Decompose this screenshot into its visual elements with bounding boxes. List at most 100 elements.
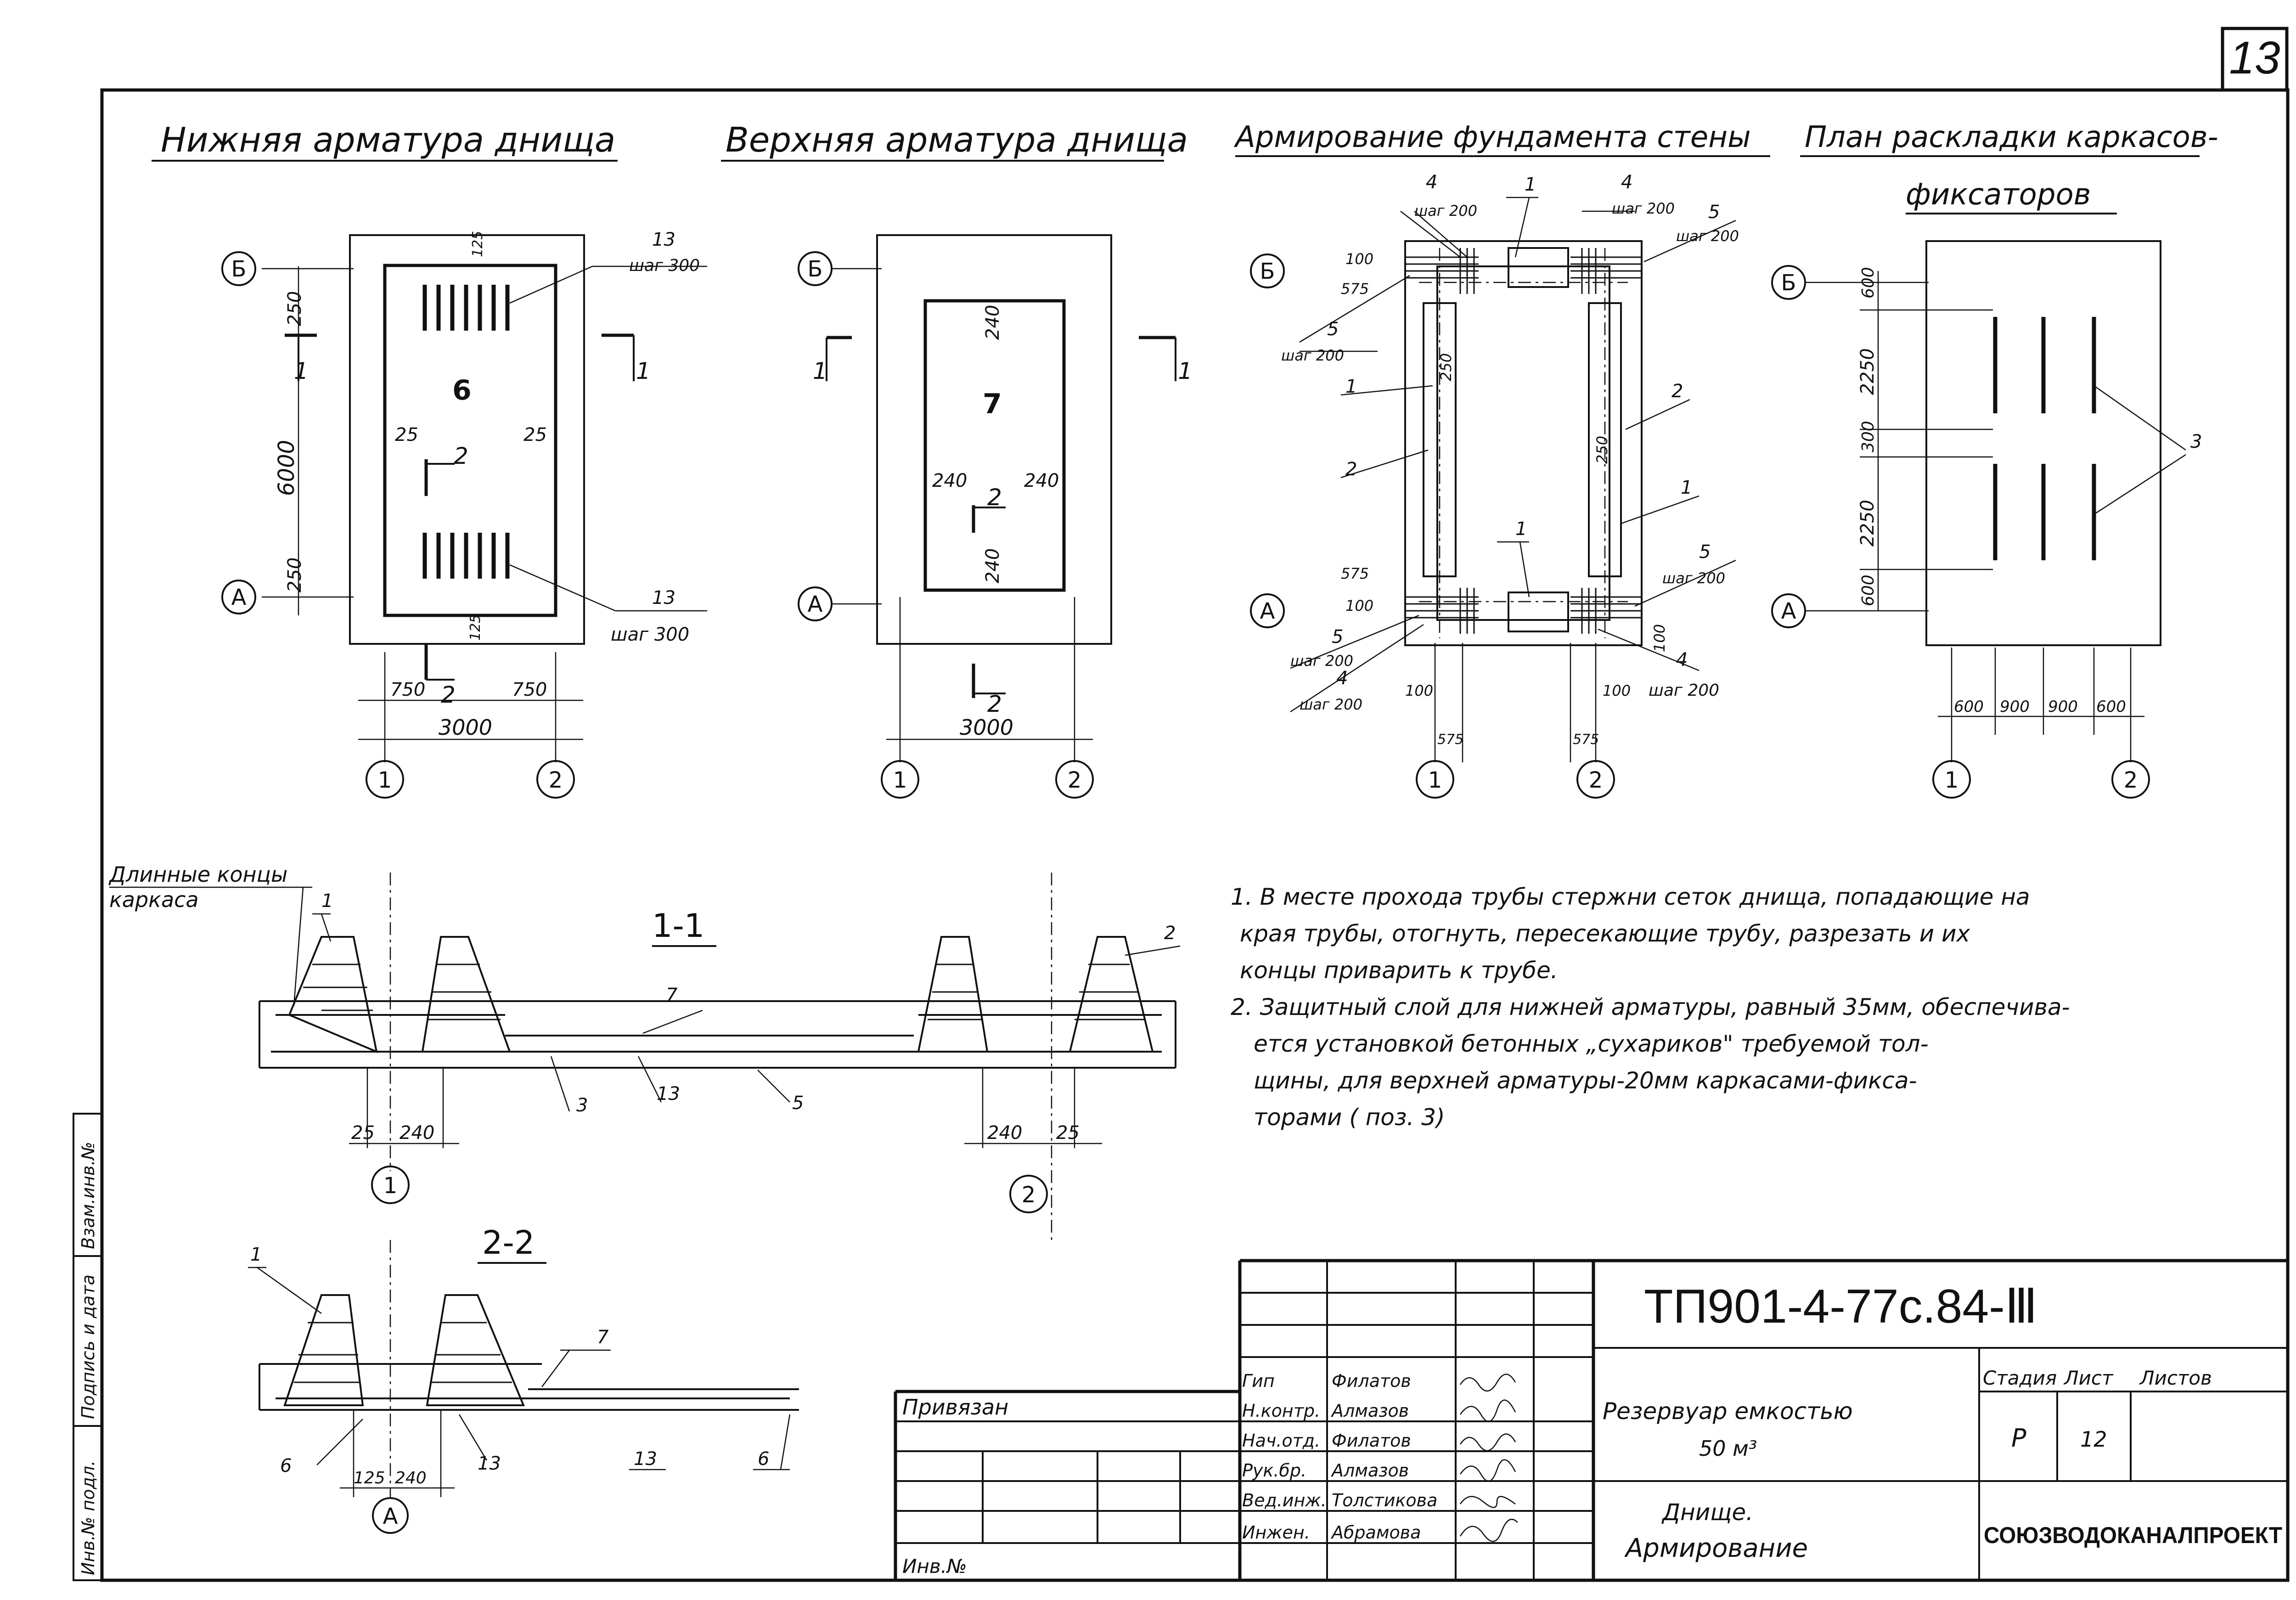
wall-step-tl: шаг 200	[1414, 202, 1477, 220]
s22-pos-1: 1	[250, 1244, 262, 1265]
dim-25-left: 25	[395, 424, 418, 445]
axis-b-v4: Б	[1781, 270, 1796, 296]
s11-axis-1: 1	[383, 1173, 398, 1199]
wall-step-tr1: шаг 200	[1612, 200, 1675, 217]
object-line1: Резервуар емкостью	[1603, 1398, 1853, 1425]
section-mark-1-v2-right: 1	[1178, 358, 1193, 384]
sidebar-vzam: Взам.инв.№	[78, 1142, 98, 1249]
privyazan-label: Привязан	[902, 1395, 1008, 1420]
wall-dim-575-bl: 575	[1341, 565, 1369, 582]
mesh-step-top: шаг 300	[629, 256, 700, 275]
notes: 1. В месте прохода трубы стержни сеток д…	[1231, 884, 2070, 1131]
axis-1-v2: 1	[893, 767, 907, 793]
wall-dim-100-tl: 100	[1345, 250, 1373, 268]
mesh-label-bottom: 13	[652, 587, 675, 608]
s22-dim-125: 125	[354, 1469, 385, 1487]
drawing-frame	[100, 88, 2290, 1582]
section-1-1: 1-1 Длинные концы каркаса 1	[108, 862, 1181, 1240]
s11-pos-7: 7	[666, 985, 678, 1006]
view-bottom-reinforcement: 6 13 шаг 300 13 шаг 300 6000 250 250 125…	[221, 229, 707, 799]
wall-step-tl2: шаг 200	[1281, 347, 1344, 364]
dim-750-left: 750	[390, 679, 425, 700]
sheet-value: 12	[2080, 1427, 2107, 1452]
plan-dim-2250-bottom: 2250	[1857, 500, 1878, 546]
section-mark-2-v2: 2	[987, 484, 1002, 511]
slab-mark-7: 7	[983, 388, 1002, 420]
name-2: Филатов	[1332, 1431, 1411, 1451]
s11-dim-25-left: 25	[351, 1122, 375, 1144]
s22-pos-6: 6	[280, 1455, 292, 1476]
plan-dim-bottom-600b: 600	[2096, 698, 2126, 716]
dim-240-right: 240	[1024, 470, 1059, 491]
wall-pos-1-bottom: 1	[1515, 518, 1527, 540]
sidebar-podpis: Подпись и дата	[78, 1274, 98, 1419]
axis-2-v3: 2	[1589, 767, 1603, 793]
wall-pos-5-bl: 5	[1332, 626, 1343, 648]
sheet-title-2: Армирование	[1624, 1533, 1808, 1563]
dim-125-bottom: 125	[467, 614, 484, 641]
wall-pos-2-left: 2	[1345, 459, 1357, 480]
name-5: Абрамова	[1330, 1522, 1421, 1543]
dim-3000-v2: 3000	[960, 715, 1013, 740]
axis-b-v2: Б	[808, 256, 823, 282]
mesh-step-bottom: шаг 300	[611, 624, 689, 645]
s22-pos-13a: 13	[478, 1453, 501, 1474]
sheet-header: Лист	[2063, 1367, 2114, 1389]
wall-pos-2-right: 2	[1671, 381, 1683, 402]
s11-pos-1: 1	[321, 890, 333, 912]
plan-dim-bottom-900b: 900	[2048, 698, 2078, 716]
dim-240-bottom: 240	[982, 548, 1003, 583]
section-mark-2-bottom: 2	[441, 682, 456, 708]
sheet-title-1: Днище.	[1661, 1499, 1753, 1526]
axis-a-v4: А	[1781, 598, 1796, 624]
section-mark-1-v2-left: 1	[813, 358, 827, 384]
mesh-label-top: 13	[652, 229, 675, 250]
wall-dim-575-tl: 575	[1341, 280, 1369, 298]
slab-mark-6: 6	[452, 374, 472, 406]
wall-dim-100-br2: 100	[1603, 682, 1631, 699]
sheet-number-box	[2221, 27, 2289, 92]
wall-pos-1-left: 1	[1345, 376, 1357, 397]
wall-dim-100-bl: 100	[1345, 597, 1373, 614]
s22-dim-240: 240	[395, 1469, 427, 1487]
note-line-6: щины, для верхней арматуры-20мм каркасам…	[1254, 1067, 1917, 1094]
section-22-title: 2-2	[482, 1224, 535, 1262]
s22-pos-13b: 13	[634, 1448, 657, 1470]
axis-2-v2: 2	[1068, 767, 1082, 793]
sidebar-stamp: Взам.инв.№ Подпись и дата Инв.№ подл.	[73, 1113, 103, 1581]
note-line-1: 1. В месте прохода трубы стержни сеток д…	[1231, 884, 2030, 910]
view-top-reinforcement: 7 240 240 240 240 2 2 1 1 3000 Б А 1 2	[798, 234, 1193, 799]
view-title-wall-foundation: Армирование фундамента стены	[1233, 120, 1751, 154]
s11-dim-25-right: 25	[1056, 1122, 1080, 1144]
axis-1: 1	[378, 767, 392, 793]
stage-value: Р	[2011, 1424, 2026, 1453]
axis-2-v4: 2	[2124, 767, 2138, 793]
note-line-4: 2. Защитный слой для нижней арматуры, ра…	[1231, 994, 2070, 1020]
wall-pos-4-tr: 4	[1621, 172, 1632, 193]
wall-dim-575-b1: 575	[1437, 732, 1463, 748]
doc-code: ТП901-4-77с.84-Ⅲ	[1644, 1280, 2038, 1333]
role-ruk-br: Рук.бр.	[1242, 1460, 1306, 1481]
section-mark-1-left: 1	[294, 358, 309, 384]
dim-25-right: 25	[523, 424, 547, 445]
s11-dim-240-right: 240	[987, 1122, 1022, 1144]
object-line2: 50 м³	[1699, 1436, 1757, 1461]
s22-pos-7: 7	[597, 1327, 609, 1348]
axis-a-v2: А	[808, 592, 823, 617]
view-fixator-plan: 3 600 2250 300 2250 600 600 900 900 600 …	[1771, 240, 2202, 799]
dim-250-top: 250	[284, 291, 305, 326]
name-0: Филатов	[1332, 1371, 1411, 1391]
plan-dim-bottom-600a: 600	[1954, 698, 1984, 716]
note-line-5: ется установкой бетонных „сухариков" тре…	[1254, 1031, 1929, 1057]
name-4: Толстикова	[1332, 1490, 1437, 1510]
role-n-kontr: Н.контр.	[1242, 1401, 1320, 1421]
sheets-header: Листов	[2139, 1367, 2212, 1389]
dim-240-left: 240	[932, 470, 967, 491]
wall-dim-100-b: 100	[1405, 682, 1433, 699]
dim-3000: 3000	[439, 715, 492, 740]
note-line-3: концы приварить к трубе.	[1240, 957, 1558, 984]
wall-pos-5-br: 5	[1699, 541, 1711, 563]
s11-pos-13: 13	[657, 1083, 680, 1104]
dim-240-top: 240	[982, 305, 1003, 340]
